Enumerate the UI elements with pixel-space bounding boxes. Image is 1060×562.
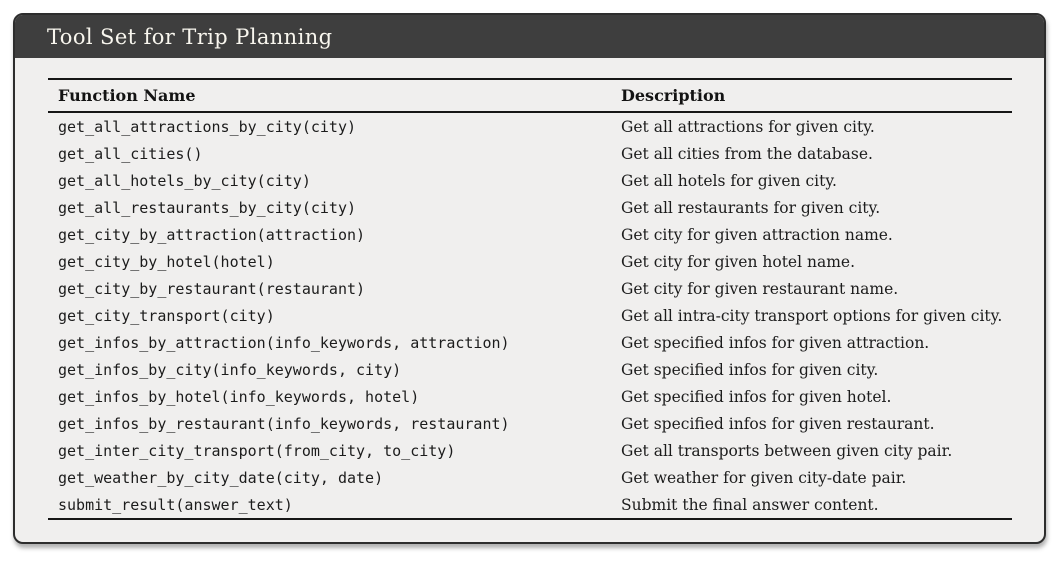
table-row: get_all_attractions_by_city(city) Get all… [48,113,1012,140]
table-row: get_infos_by_restaurant(info_keywords, r… [48,410,1012,437]
function-name-cell: get_city_by_restaurant(restaurant) [58,279,366,298]
description-cell: Get specified infos for given city. [621,360,879,379]
table-row: get_city_by_restaurant(restaurant) Get ci… [48,275,1012,302]
card-header: Tool Set for Trip Planning [15,15,1044,58]
description-cell: Get specified infos for given hotel. [621,387,892,406]
table-rows: get_all_attractions_by_city(city) Get all… [48,113,1012,518]
description-cell: Get all hotels for given city. [621,171,837,190]
column-header-description: Description [621,86,726,105]
tool-table: Function Name Description get_all_attrac… [48,78,1012,520]
function-name-cell: get_city_by_hotel(hotel) [58,252,275,271]
function-name-cell: submit_result(answer_text) [58,495,293,514]
card-body: Function Name Description get_all_attrac… [15,58,1044,520]
description-cell: Get all cities from the database. [621,144,873,163]
function-name-cell: get_all_hotels_by_city(city) [58,171,311,190]
function-name-cell: get_inter_city_transport(from_city, to_c… [58,441,456,460]
description-cell: Get all transports between given city pa… [621,441,953,460]
description-cell: Get city for given restaurant name. [621,279,899,298]
table-row: get_infos_by_hotel(info_keywords, hotel)… [48,383,1012,410]
function-name-cell: get_all_cities() [58,144,203,163]
table-row: get_all_restaurants_by_city(city) Get all… [48,194,1012,221]
function-name-cell: get_infos_by_restaurant(info_keywords, r… [58,414,510,433]
toolset-card: Tool Set for Trip Planning Function Name… [13,13,1046,544]
function-name-cell: get_all_restaurants_by_city(city) [58,198,357,217]
description-cell: Get city for given hotel name. [621,252,856,271]
function-name-cell: get_city_transport(city) [58,306,275,325]
card-title: Tool Set for Trip Planning [47,24,333,49]
table-row: get_city_transport(city) Get all intra-ci… [48,302,1012,329]
description-cell: Get weather for given city-date pair. [621,468,907,487]
table-row: get_all_cities() Get all cities from the … [48,140,1012,167]
function-name-cell: get_city_by_attraction(attraction) [58,225,366,244]
table-header-rule [48,111,1012,113]
table-row: get_infos_by_city(info_keywords, city) Ge… [48,356,1012,383]
function-name-cell: get_infos_by_attraction(info_keywords, a… [58,333,510,352]
description-cell: Submit the final answer content. [621,495,879,514]
description-cell: Get specified infos for given attraction… [621,333,930,352]
table-row: submit_result(answer_text) Submit the fin… [48,491,1012,518]
description-cell: Get all intra-city transport options for… [621,306,1003,325]
table-row: get_all_hotels_by_city(city) Get all hote… [48,167,1012,194]
description-cell: Get specified infos for given restaurant… [621,414,935,433]
table-row: get_inter_city_transport(from_city, to_c… [48,437,1012,464]
table-row: get_weather_by_city_date(city, date) Get … [48,464,1012,491]
table-row: get_city_by_attraction(attraction) Get ci… [48,221,1012,248]
function-name-cell: get_infos_by_city(info_keywords, city) [58,360,402,379]
table-bottom-rule [48,518,1012,520]
table-top-rule [48,78,1012,80]
description-cell: Get city for given attraction name. [621,225,893,244]
table-header-row: Function Name Description [48,80,1012,111]
function-name-cell: get_infos_by_hotel(info_keywords, hotel) [58,387,420,406]
column-header-function-name: Function Name [58,86,196,105]
description-cell: Get all restaurants for given city. [621,198,881,217]
function-name-cell: get_all_attractions_by_city(city) [58,117,357,136]
description-cell: Get all attractions for given city. [621,117,875,136]
table-row: get_infos_by_attraction(info_keywords, a… [48,329,1012,356]
function-name-cell: get_weather_by_city_date(city, date) [58,468,384,487]
table-row: get_city_by_hotel(hotel) Get city for giv… [48,248,1012,275]
